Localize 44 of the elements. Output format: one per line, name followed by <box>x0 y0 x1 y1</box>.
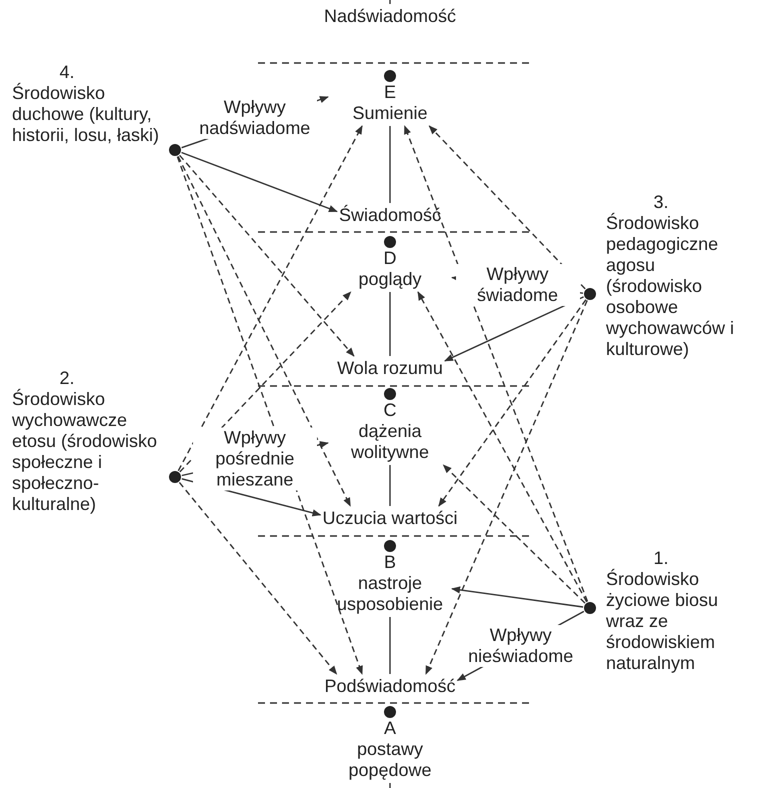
level-label: Podświadomość <box>324 676 456 697</box>
environment-label: Środowisko pedagogiczne agosu (środowisko osobowe wychowawców i kulturowe) <box>606 213 736 360</box>
connector-line <box>389 0 391 4</box>
level-label: Świadomość <box>338 205 442 226</box>
level-letter: B <box>384 552 396 573</box>
connector-line <box>389 292 391 356</box>
environment-label: Środowisko wychowawcze etosu (środowisko społeczne i społeczno-kulturalne) <box>12 389 158 515</box>
arrow <box>444 296 584 362</box>
dashed-arrow <box>176 156 363 675</box>
arrow <box>451 586 584 608</box>
level-letter: D <box>384 248 396 269</box>
level-label: Uczucia wartości <box>322 508 458 529</box>
level-letter: E <box>384 82 396 103</box>
item-number: 2. <box>58 368 76 388</box>
dashed-arrow <box>404 125 588 602</box>
dashed-arrow <box>425 300 588 675</box>
level-letter: C <box>384 400 396 421</box>
connector-line <box>389 783 391 788</box>
dashed-arrow <box>442 464 586 604</box>
level-content: nastroje usposobienie <box>336 573 444 615</box>
item-number: 1. <box>652 548 670 568</box>
level-content: Sumienie <box>351 103 429 124</box>
level-content: dążenia wolitywne <box>350 421 430 463</box>
environment-label: Środowisko duchowe (kultury, historii, losu, łaski) <box>12 83 160 146</box>
dashed-arrow <box>438 299 586 507</box>
item-number: 3. <box>652 192 670 212</box>
dashed-arrow <box>179 154 354 357</box>
arrow <box>181 152 338 212</box>
environment-label: Środowisko życiowe biosu wraz ze środowiskiem naturalnym <box>606 569 720 674</box>
dashed-arrow <box>178 482 338 675</box>
level-label: Wola rozumu <box>337 358 443 379</box>
level-letter: A <box>384 718 396 739</box>
dashed-arrow <box>428 125 586 290</box>
connector-line <box>389 126 391 203</box>
level-content: postawy popędowe <box>347 739 433 781</box>
item-number: 4. <box>58 62 76 82</box>
level-label: Nadświadomość <box>324 6 456 27</box>
dashed-arrow <box>177 156 351 507</box>
dashed-arrow <box>178 125 363 472</box>
connector-line <box>389 617 391 674</box>
dashed-arrow <box>417 291 588 602</box>
edge-label: Wpływy pośrednie mieszane <box>192 428 317 491</box>
connector-line <box>389 465 391 506</box>
level-content: poglądy <box>357 269 423 290</box>
